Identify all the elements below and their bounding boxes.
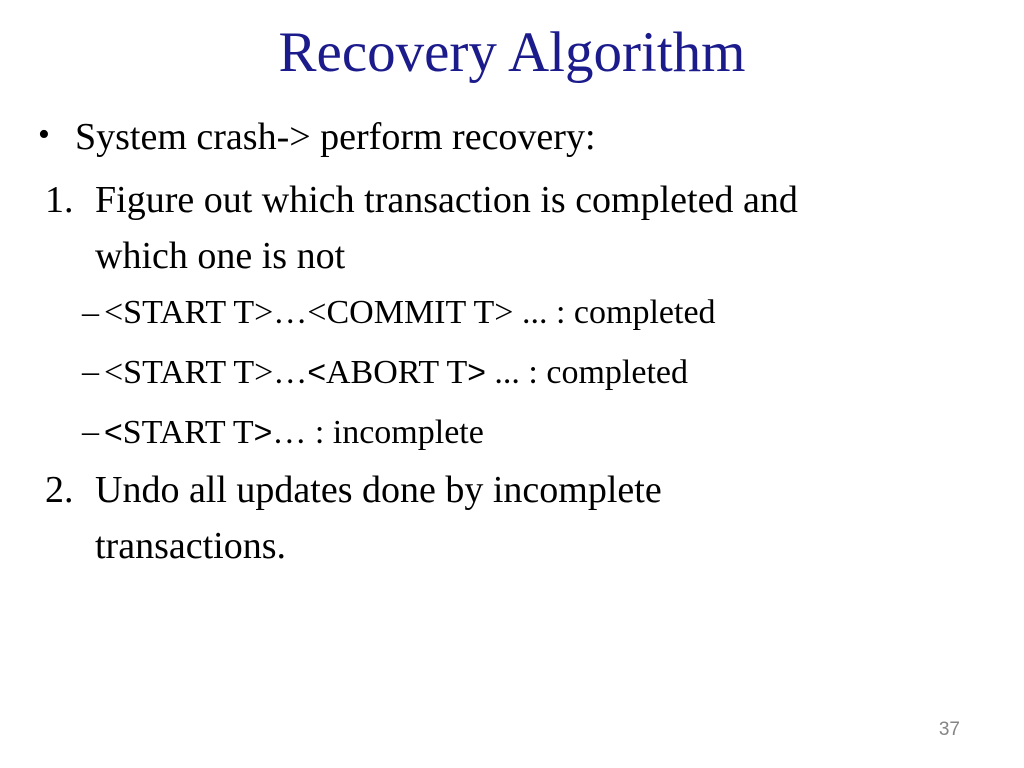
- sub-bullet-item: –<START T>…<COMMIT T> ... : completed: [0, 290, 1010, 336]
- dash-marker: –: [82, 294, 99, 331]
- sub-bullet-text: <START T>…<COMMIT T> ... : completed: [104, 290, 1010, 336]
- text-segment: … : incomplete: [272, 414, 484, 451]
- sub-bullet-text: <START T>… : incomplete: [104, 409, 1010, 456]
- bullet-marker: •: [38, 116, 50, 153]
- text-segment: <START T>…<COMMIT T> ... : completed: [104, 294, 716, 331]
- bracket-sans-segment: <: [104, 414, 123, 450]
- bracket-sans-segment: <: [307, 354, 326, 390]
- sub-bullet-item: –<START T>… : incomplete: [0, 409, 1010, 456]
- sub-bullet-list: –<START T>…<COMMIT T> ... : completed–<S…: [0, 290, 1010, 469]
- text-segment: ABORT T: [326, 354, 468, 391]
- text-segment: START T: [122, 414, 254, 451]
- text-segment: ... : completed: [485, 354, 688, 391]
- dash-marker: –: [82, 353, 99, 390]
- page-number: 37: [938, 719, 960, 740]
- bullet-item: • System crash-> perform recovery:: [0, 112, 1000, 162]
- bracket-sans-segment: >: [253, 414, 273, 450]
- numbered-item-2-marker: 2.: [45, 469, 74, 511]
- bullet-text: System crash-> perform recovery:: [75, 116, 596, 158]
- sub-bullet-text: <START T>…<ABORT T> ... : completed: [104, 349, 1010, 396]
- numbered-item-1-text: Figure out which transaction is complete…: [95, 179, 798, 277]
- numbered-item-2: 2. Undo all updates done by incomplete t…: [0, 462, 1010, 574]
- numbered-item-1-marker: 1.: [45, 179, 74, 221]
- bracket-sans-segment: >: [467, 354, 486, 390]
- sub-bullet-item: –<START T>…<ABORT T> ... : completed: [0, 349, 1010, 396]
- dash-marker: –: [82, 413, 99, 450]
- numbered-item-2-text: Undo all updates done by incomplete tran…: [95, 469, 662, 567]
- numbered-item-1: 1. Figure out which transaction is compl…: [0, 172, 1010, 284]
- slide-title: Recovery Algorithm: [278, 21, 746, 84]
- text-segment: <START T>…: [104, 354, 308, 391]
